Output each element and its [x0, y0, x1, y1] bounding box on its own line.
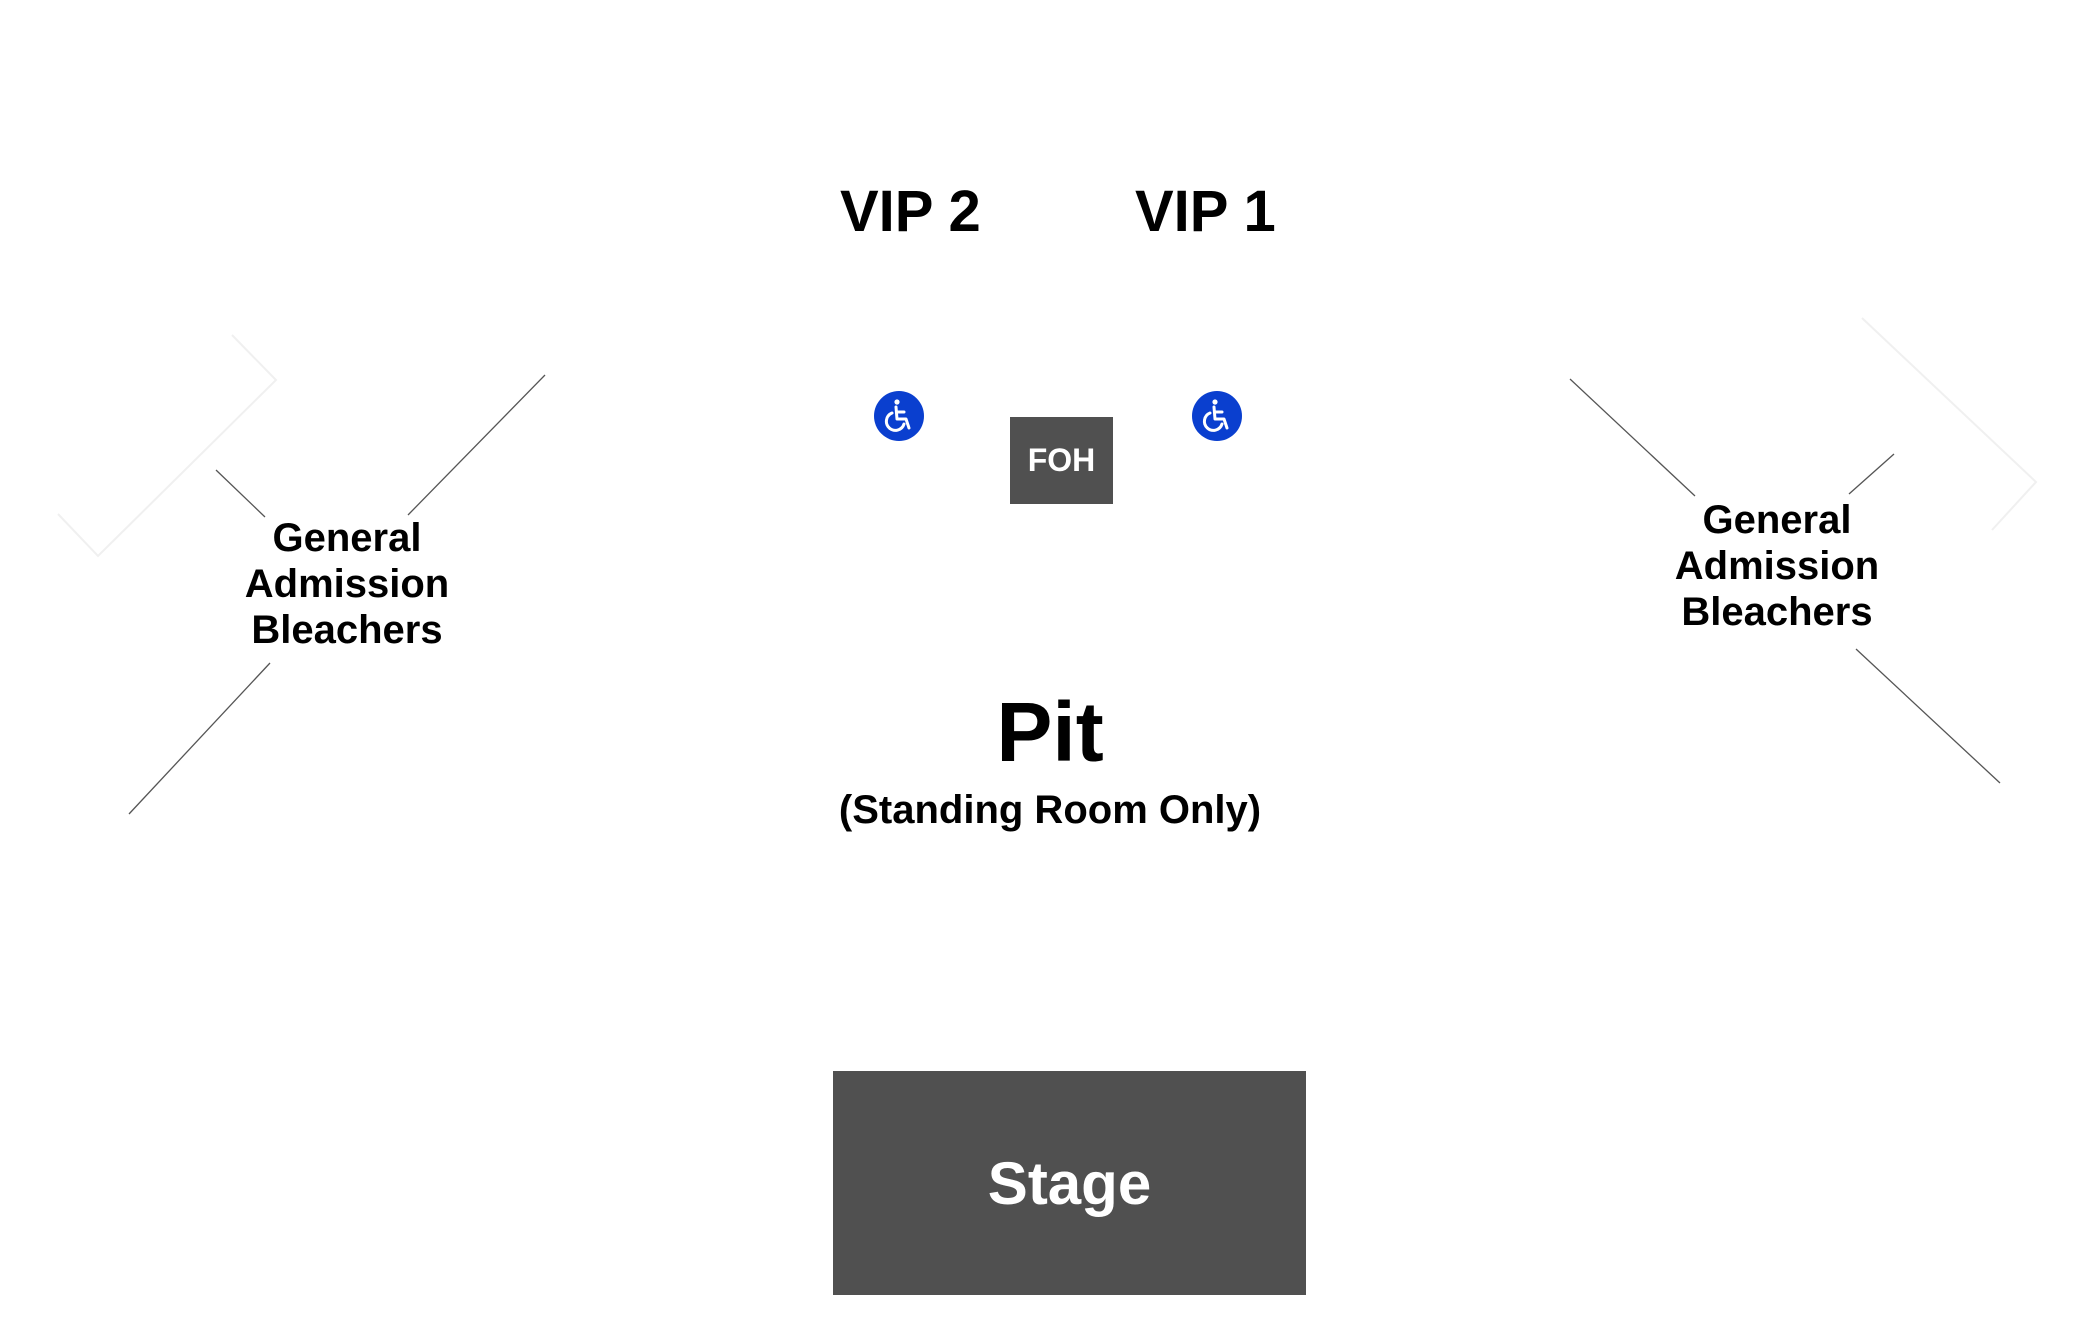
wheelchair-icon: [873, 390, 925, 442]
pit-note: (Standing Room Only): [0, 790, 2100, 830]
right-bleacher-edge-top: [1569, 378, 1696, 497]
stage-label: Stage: [987, 1149, 1152, 1217]
pit-note-label: (Standing Room Only): [838, 788, 1262, 832]
foh-label: FOH: [1027, 442, 1096, 478]
right-bleacher-edge-bottom: [1855, 648, 2001, 784]
left-bleachers-label: General Admission Bleachers: [244, 516, 450, 652]
left-bleacher-edge-bottom: [128, 662, 271, 815]
wheelchair-icon: [1191, 390, 1243, 442]
stage: Stage: [833, 1071, 1306, 1295]
foh-booth: FOH: [1010, 417, 1113, 504]
left-bleacher-faint-outline: [57, 334, 278, 558]
right-bleachers-label: General Admission Bleachers: [1674, 498, 1880, 634]
pit-label: Pit: [996, 685, 1104, 779]
vip-2-label: VIP 2: [840, 179, 981, 244]
left-bleacher-edge-inner: [215, 469, 266, 518]
vip-1-label: VIP 1: [1135, 179, 1276, 244]
right-bleacher-faint-outline: [1861, 317, 2038, 531]
right-bleacher-edge-inner: [1848, 453, 1895, 495]
left-bleacher-edge-top: [407, 374, 546, 516]
pit-title: Pit: [0, 690, 2100, 774]
